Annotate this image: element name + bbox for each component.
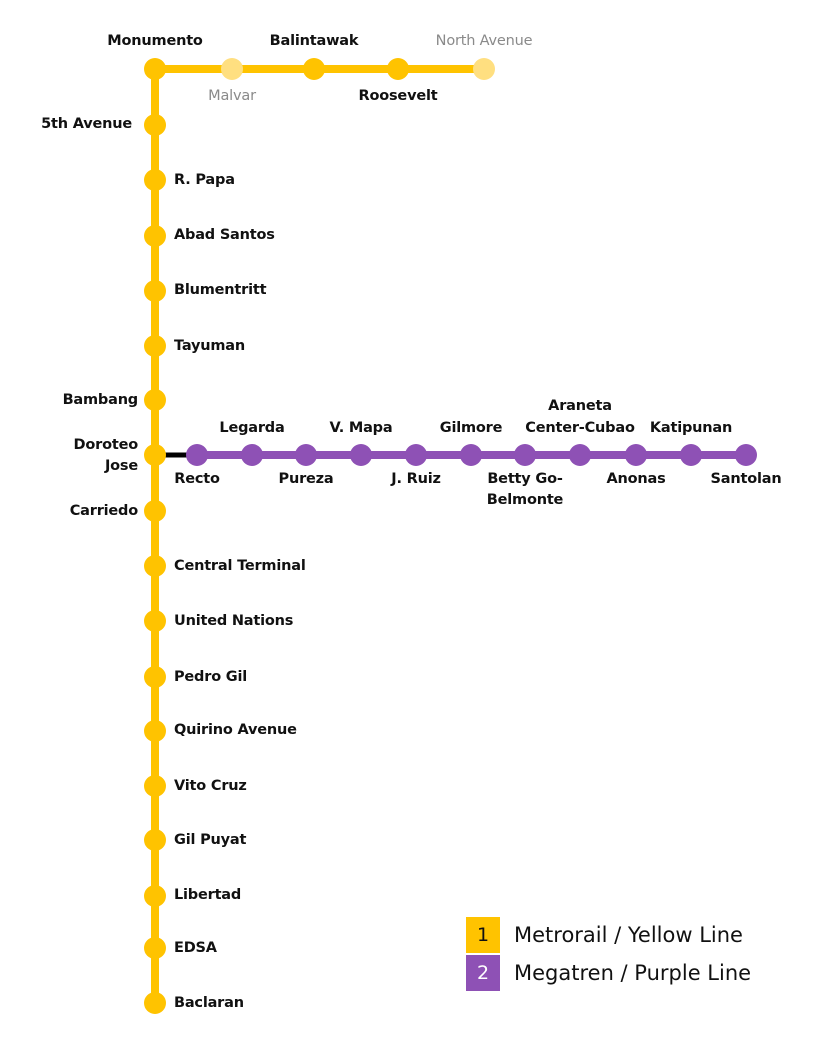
- yellow-line-badge: 1: [466, 917, 500, 953]
- station-monumento-dot[interactable]: [144, 58, 166, 80]
- station-libertad-dot[interactable]: [144, 885, 166, 907]
- station-label: Gil Puyat: [174, 832, 247, 848]
- station-label: Pedro Gil: [174, 669, 248, 685]
- station-label: Monumento: [107, 33, 203, 49]
- station-united-nations-dot[interactable]: [144, 610, 166, 632]
- station-label: Tayuman: [174, 338, 245, 354]
- station-label: Katipunan: [649, 420, 733, 436]
- station-central-terminal-dot[interactable]: [144, 555, 166, 577]
- station-edsa-dot[interactable]: [144, 937, 166, 959]
- station-v-mapa-dot[interactable]: [350, 444, 372, 466]
- station-quirino-avenue-dot[interactable]: [144, 720, 166, 742]
- legend-item-purple-line: 2 Megatren / Purple Line: [466, 954, 751, 992]
- station-pedro-gil-dot[interactable]: [144, 666, 166, 688]
- station-label: North Avenue: [435, 33, 533, 49]
- station-recto-dot[interactable]: [186, 444, 208, 466]
- station-label: Belmonte: [486, 492, 564, 508]
- purple-line-badge: 2: [466, 955, 500, 991]
- station-label: Anonas: [606, 471, 666, 487]
- station-pureza-dot[interactable]: [295, 444, 317, 466]
- station-doroteo-jose-dot[interactable]: [144, 444, 166, 466]
- station-label: Jose: [104, 458, 138, 474]
- station-label: Malvar: [208, 88, 256, 104]
- station-anonas-dot[interactable]: [625, 444, 647, 466]
- station-katipunan-dot[interactable]: [680, 444, 702, 466]
- station-label: Carriedo: [69, 503, 138, 519]
- station-legarda-dot[interactable]: [241, 444, 263, 466]
- station-5th-avenue-dot[interactable]: [144, 114, 166, 136]
- station-gil-puyat-dot[interactable]: [144, 829, 166, 851]
- station-r-papa-dot[interactable]: [144, 169, 166, 191]
- station-label: Araneta: [548, 398, 612, 414]
- station-label: V. Mapa: [329, 420, 393, 436]
- station-bambang-dot[interactable]: [144, 389, 166, 411]
- station-label: J. Ruiz: [391, 471, 441, 487]
- station-label: Pureza: [278, 471, 334, 487]
- station-baclaran-dot[interactable]: [144, 992, 166, 1014]
- station-label: R. Papa: [174, 172, 235, 188]
- station-label: Libertad: [174, 887, 242, 903]
- station-label: Baclaran: [174, 995, 244, 1011]
- legend-label: Metrorail / Yellow Line: [514, 923, 743, 947]
- station-label: Vito Cruz: [174, 778, 247, 794]
- station-carriedo-dot[interactable]: [144, 500, 166, 522]
- station-label: Blumentritt: [174, 282, 267, 298]
- station-label: 5th Avenue: [41, 116, 132, 132]
- station-label: Bambang: [62, 392, 139, 408]
- station-araneta-center-cubao-dot[interactable]: [569, 444, 591, 466]
- station-label: Balintawak: [269, 33, 359, 49]
- station-label: Gilmore: [439, 420, 503, 436]
- station-tayuman-dot[interactable]: [144, 335, 166, 357]
- station-gilmore-dot[interactable]: [460, 444, 482, 466]
- station-label: Santolan: [710, 471, 782, 487]
- station-label: Abad Santos: [174, 227, 275, 243]
- station-label: Quirino Avenue: [174, 722, 297, 738]
- station-j-ruiz-dot[interactable]: [405, 444, 427, 466]
- station-roosevelt-dot[interactable]: [387, 58, 409, 80]
- station-label: Center-Cubao: [525, 420, 635, 436]
- legend: 1 Metrorail / Yellow Line 2 Megatren / P…: [466, 916, 751, 992]
- station-label: Recto: [174, 471, 220, 487]
- station-label: United Nations: [174, 613, 294, 629]
- station-betty-go-belmonte-dot[interactable]: [514, 444, 536, 466]
- station-label: Betty Go-: [487, 471, 563, 487]
- station-santolan-dot[interactable]: [735, 444, 757, 466]
- station-blumentritt-dot[interactable]: [144, 280, 166, 302]
- station-label: Roosevelt: [358, 88, 438, 104]
- station-label: Central Terminal: [174, 558, 306, 574]
- station-malvar-dot[interactable]: [221, 58, 243, 80]
- station-label: EDSA: [174, 940, 217, 956]
- station-abad-santos-dot[interactable]: [144, 225, 166, 247]
- station-label: Legarda: [219, 420, 285, 436]
- legend-label: Megatren / Purple Line: [514, 961, 752, 985]
- station-vito-cruz-dot[interactable]: [144, 775, 166, 797]
- legend-item-yellow-line: 1 Metrorail / Yellow Line: [466, 916, 751, 954]
- station-balintawak-dot[interactable]: [303, 58, 325, 80]
- station-north-avenue-dot[interactable]: [473, 58, 495, 80]
- station-label: Doroteo: [73, 437, 139, 453]
